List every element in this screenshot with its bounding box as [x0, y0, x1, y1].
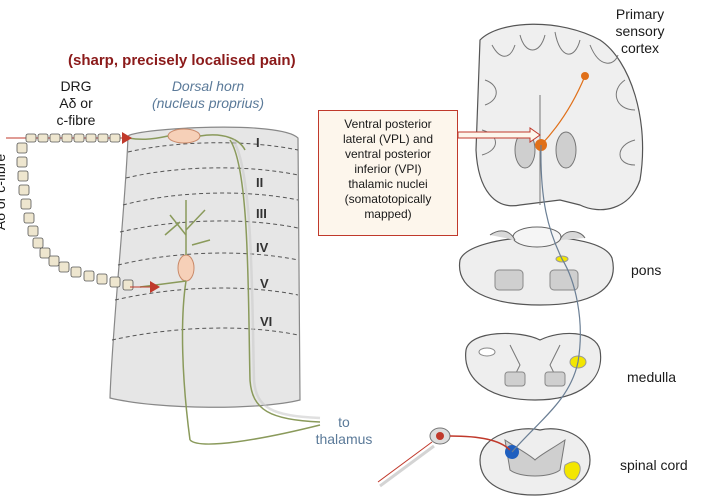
medulla-label: medulla [627, 369, 677, 385]
pons-section [459, 226, 614, 306]
ascending-tract [511, 144, 581, 453]
lamina-label-vi: VI [260, 314, 273, 329]
myelin-segment [16, 142, 28, 154]
myelin-segment [23, 212, 35, 224]
vpl-arrow [457, 127, 541, 143]
myelin-segment [58, 261, 70, 273]
myelin-segment [16, 156, 28, 168]
myelin-segment [70, 266, 82, 278]
myelin-segment [85, 133, 97, 143]
myelin-segment [96, 273, 108, 285]
fibre-vertical-label: Aδ or c-fibre [0, 153, 9, 231]
cortex-section [475, 23, 644, 211]
lamina-i-neuron [167, 128, 201, 144]
spinal-cord-label: spinal cord [620, 457, 688, 473]
myelin-segment [73, 133, 85, 143]
myelin-segment [27, 225, 39, 237]
lamina-boundaries [111, 142, 299, 341]
myelin-segment [49, 133, 61, 143]
myelin-segment [25, 133, 37, 143]
myelin-segment [17, 170, 29, 182]
cord-tract-highlight [563, 461, 581, 481]
pons-label: pons [631, 262, 662, 278]
myelin-segment [109, 133, 121, 143]
myelin-segment [39, 247, 51, 259]
myelin-segment [18, 184, 30, 196]
myelin-segment [20, 198, 32, 210]
lamina-label-iii: III [256, 206, 267, 221]
lamina-v-neuron [177, 254, 195, 282]
lamina-label-i: I [256, 135, 260, 150]
synapse-lower [150, 281, 160, 293]
myelin-segment [97, 133, 109, 143]
dorsal-horn-label: Dorsal horn(nucleus proprius) [151, 78, 265, 111]
dorsal-horn-section [109, 126, 321, 445]
myelin-segment [32, 237, 44, 249]
afferent-fibre [6, 132, 160, 293]
myelin-segment [37, 133, 49, 143]
myelin-segment [122, 279, 134, 291]
lamina-label-v: V [260, 276, 269, 291]
lamina-label-iv: IV [256, 240, 269, 255]
synapse-upper [122, 132, 132, 144]
medulla-section [465, 332, 602, 401]
myelin-segment [83, 270, 95, 282]
myelin-segment [109, 276, 121, 288]
lamina-label-ii: II [256, 175, 264, 190]
myelin-segment [48, 255, 60, 267]
diagram-title: (sharp, precisely localised pain) [68, 52, 296, 69]
spinal-cord-section [377, 427, 591, 496]
myelin-segment [61, 133, 73, 143]
